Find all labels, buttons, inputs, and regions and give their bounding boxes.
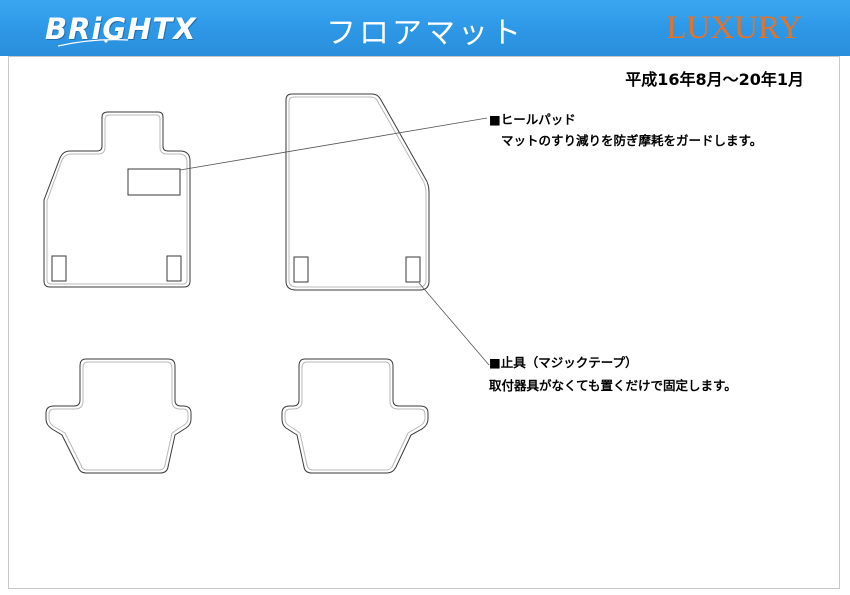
heel-pad-leader-line: [179, 117, 488, 171]
driver-fastener-right: [166, 255, 182, 282]
driver-mat-outline: [43, 111, 191, 288]
heel-pad-description: マットのすり減りを防ぎ摩耗をガードします。: [501, 133, 763, 148]
header-banner: BRiGHTX フロアマット LUXURY: [0, 0, 850, 56]
rear-left-mat-inner: [48, 361, 189, 471]
brand-logo: BRiGHTX: [45, 12, 197, 46]
rear-left-mat-outline: [45, 358, 192, 474]
content-panel: [8, 56, 840, 589]
fastener-title: ■止具（マジックテープ）: [489, 355, 638, 370]
grade-label: LUXURY: [666, 10, 802, 46]
brand-swoosh-icon: [58, 39, 128, 47]
passenger-mat-inner: [288, 96, 427, 288]
fastener-description: 取付器具がなくても置くだけで固定します。: [489, 378, 737, 393]
passenger-fastener-right: [405, 256, 421, 283]
fastener-leader-line: [418, 282, 490, 366]
heel-pad: [127, 168, 181, 196]
rear-right-mat-outline: [281, 358, 429, 474]
heel-pad-title: ■ヒールパッド: [489, 112, 576, 127]
rear-right-mat-inner: [284, 361, 426, 471]
passenger-fastener-left: [293, 256, 309, 283]
driver-fastener-left: [51, 255, 67, 282]
model-period: 平成16年8月～20年1月: [625, 70, 804, 89]
driver-mat-inner: [46, 114, 188, 285]
page-title: フロアマット: [326, 16, 524, 51]
passenger-mat-outline: [285, 93, 430, 291]
